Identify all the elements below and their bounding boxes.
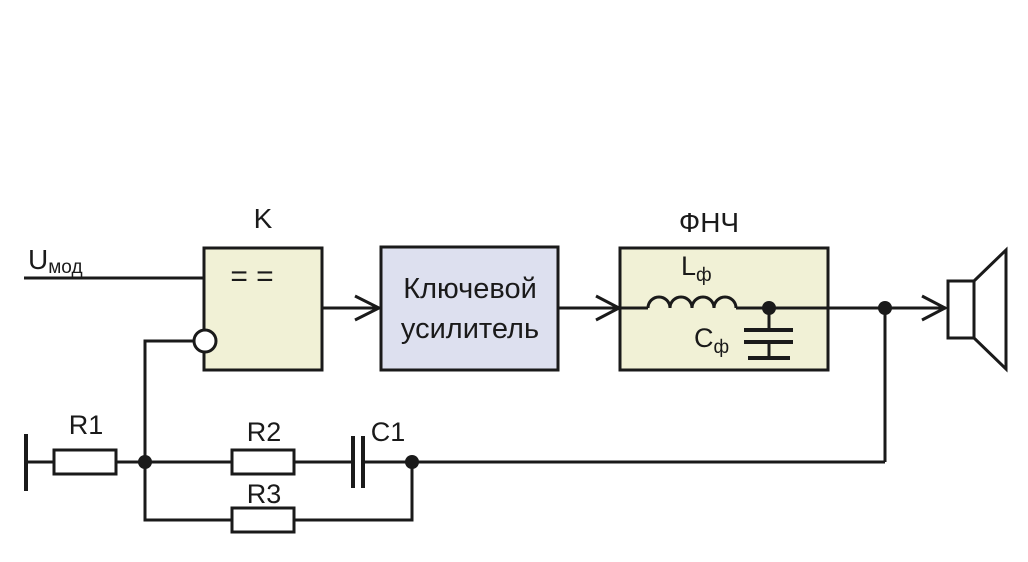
inductor-coil <box>646 295 738 309</box>
amplifier-block <box>379 245 560 372</box>
speaker-cone-icon <box>972 246 1008 373</box>
r1-label: R1 <box>69 410 104 440</box>
resistor-r3 <box>230 506 296 534</box>
speaker-icon <box>946 279 976 340</box>
inverting-input-circle <box>192 328 218 354</box>
r3-label: R3 <box>247 479 282 509</box>
wire-r3-right <box>294 462 414 522</box>
capacitor-label: Cф <box>694 323 729 358</box>
resistor-r1 <box>52 448 118 476</box>
inductor-label: Lф <box>681 251 712 286</box>
comparator-symbol: = = <box>230 260 273 293</box>
r2-label: R2 <box>247 417 282 447</box>
filter-label: ФНЧ <box>679 207 739 238</box>
wire-to-inverting-input <box>143 339 194 462</box>
arrow-to-amplifier <box>354 294 383 322</box>
resistor-r2 <box>230 448 296 476</box>
comparator-label: K <box>254 203 273 234</box>
wire-to-r3-left <box>143 462 232 522</box>
arrow-to-speaker <box>921 294 949 322</box>
amplifier-line2: усилитель <box>401 313 539 345</box>
input-label: Uмод <box>28 244 83 278</box>
amplifier-line1: Ключевой <box>403 273 537 305</box>
c1-label: C1 <box>371 417 406 447</box>
